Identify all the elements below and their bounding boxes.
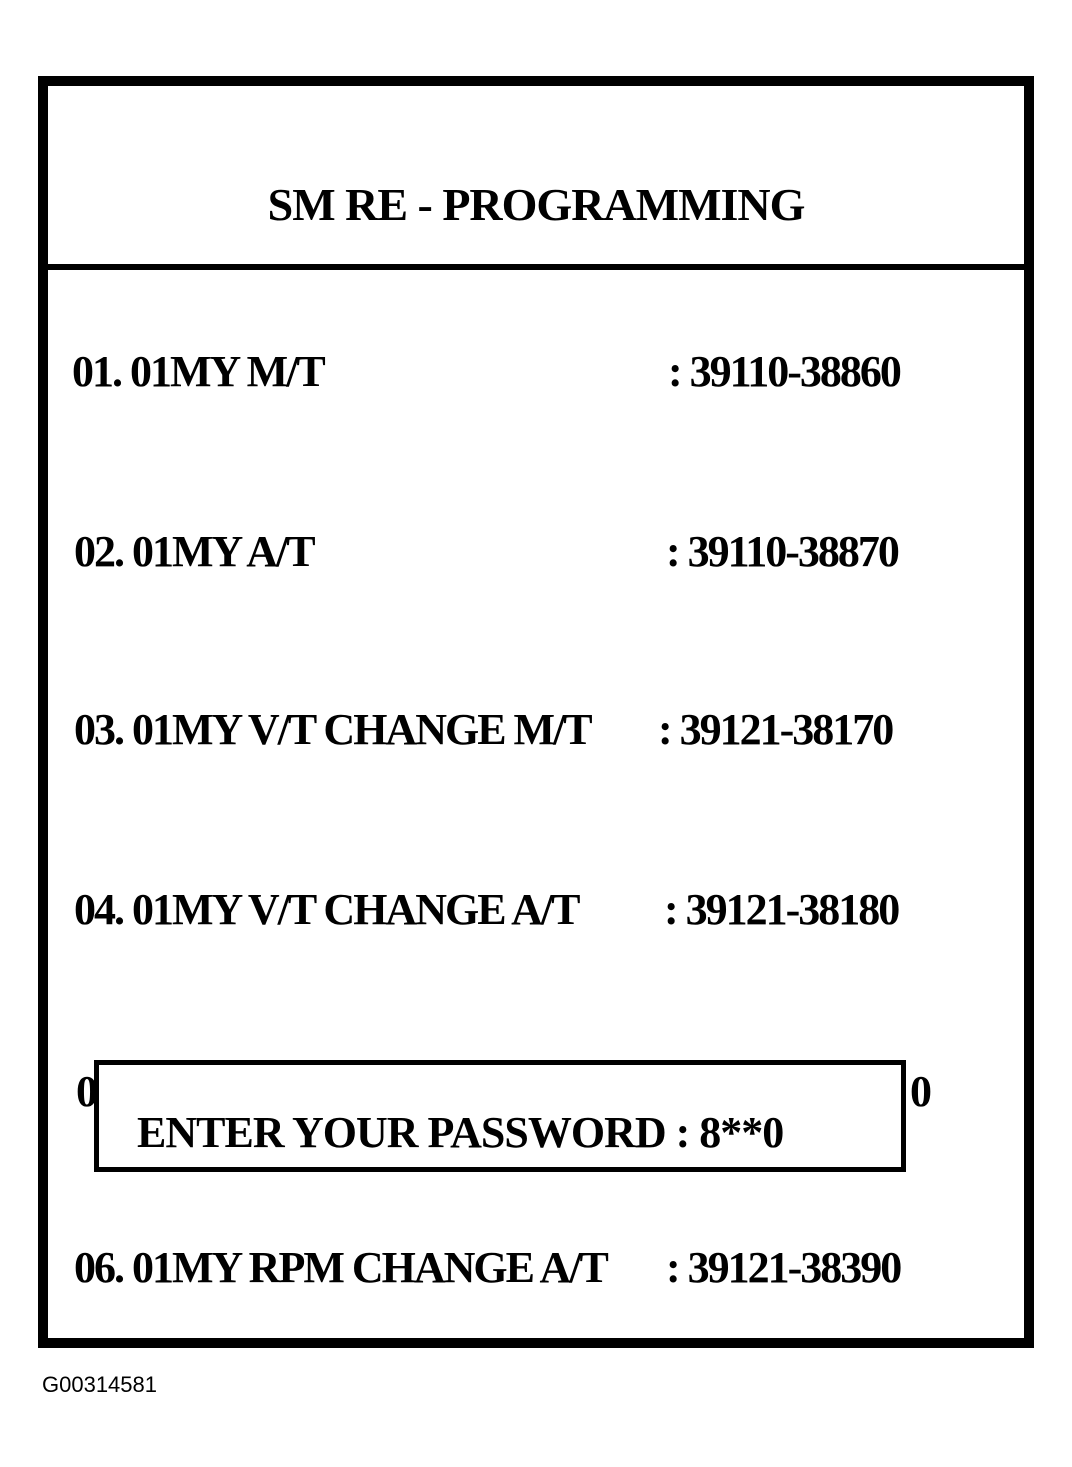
menu-item-label: 03. 01MY V/T CHANGE M/T — [74, 705, 593, 754]
password-dialog[interactable]: ENTER YOUR PASSWORD : 8**0 — [94, 1060, 906, 1172]
menu-item-code: : 39110-38870 — [666, 527, 900, 576]
menu-item-code: : 39121-38180 — [664, 885, 900, 934]
password-prompt: ENTER YOUR PASSWORD : 8**0 — [137, 1108, 784, 1157]
obscured-row-right-edge: 0 — [910, 1067, 932, 1116]
figure-id: G00314581 — [42, 1372, 157, 1397]
obscured-row-left-edge: 0 — [76, 1067, 98, 1116]
menu-item-label: 01. 01MY M/T — [72, 347, 326, 396]
screen-header: SM RE - PROGRAMMING — [48, 86, 1024, 270]
reprogramming-screen: SM RE - PROGRAMMING 01. 01MY M/T : 39110… — [38, 76, 1034, 1348]
menu-item-label: 04. 01MY V/T CHANGE A/T — [74, 885, 580, 934]
menu-item-label: 06. 01MY RPM CHANGE A/T — [74, 1243, 609, 1292]
page-title: SM RE - PROGRAMMING — [267, 179, 806, 230]
menu-item-code: : 39121-38390 — [666, 1243, 902, 1292]
menu-item-label: 02. 01MY A/T — [74, 527, 316, 576]
menu-item-code: : 39121-38170 — [658, 705, 894, 754]
menu-item-code: : 39110-38860 — [668, 347, 902, 396]
